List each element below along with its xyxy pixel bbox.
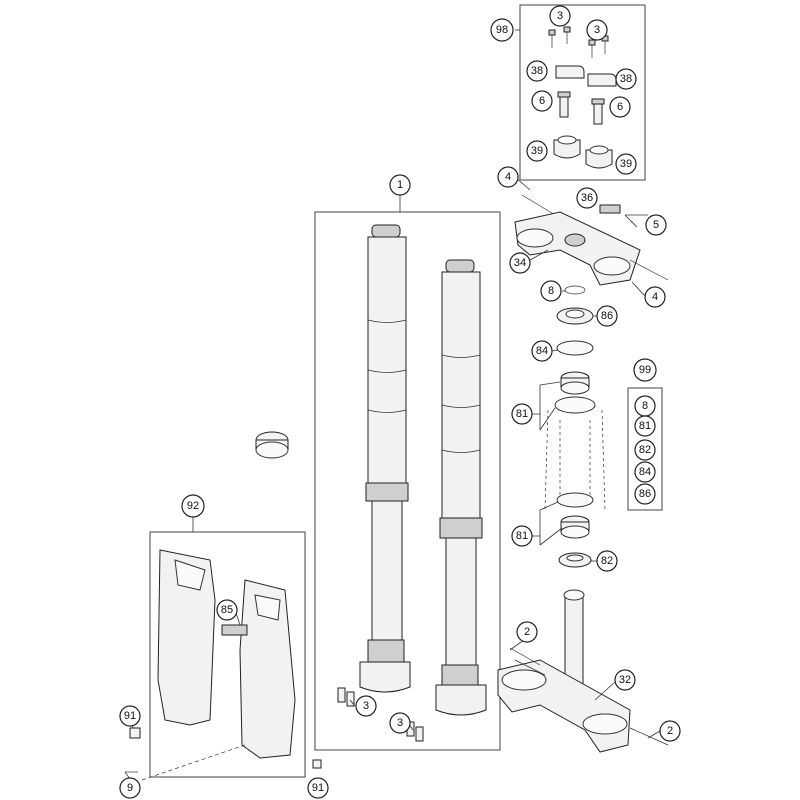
callout-bearing-upper-label: 81 (516, 408, 528, 420)
callout-bolt-right-label: 6 (617, 101, 623, 113)
callout-clamp-upper-right: 38 (615, 68, 637, 90)
bearing-kit-list: 99 8 81 82 84 86 (627, 358, 663, 511)
lower-triple-clamp-illustration (497, 589, 669, 753)
callout-clamp-lower-right: 39 (615, 153, 637, 175)
callout-guard-screw-axle-label: 91 (312, 782, 324, 794)
callout-guard-screw-small-label: 91 (124, 710, 136, 722)
callout-clamp-kit-label: 98 (496, 24, 508, 36)
callout-triple-bolt-right-label: 4 (652, 291, 658, 303)
callout-triple-bolt-left-label: 4 (505, 171, 511, 183)
clamp-kit-parts (548, 26, 617, 169)
callout-guard-screw-small: 91 (119, 705, 141, 727)
callout-seal-ring-label: 84 (536, 345, 548, 357)
callout-bearing-lower: 81 (511, 525, 533, 547)
callout-screw-top-right-label: 3 (594, 24, 600, 36)
callout-guard-bolt: 9 (119, 777, 141, 799)
callout-bearing-kit: 99 (633, 358, 657, 382)
callout-steering-nut: 36 (576, 187, 598, 209)
callout-clamp-lower-right-label: 39 (620, 158, 632, 170)
callout-screw-top-right: 3 (586, 19, 608, 41)
kit-item-3: 82 (634, 439, 656, 461)
callout-triple-bolt-right: 4 (644, 286, 666, 308)
callout-clamp-lower-left: 39 (526, 140, 548, 162)
callout-dust-seal-bottom-label: 82 (601, 555, 613, 567)
kit-item-2-label: 81 (639, 420, 651, 432)
callout-dust-seal-top: 86 (596, 305, 618, 327)
callout-triple-bolt-left: 4 (497, 166, 519, 188)
kit-item-4: 84 (634, 461, 656, 483)
callout-clamp-lower-left-label: 39 (531, 145, 543, 157)
callout-fork-assembly: 1 (389, 174, 411, 196)
callout-lower-bolts-right-label: 2 (667, 725, 673, 737)
kit-item-5-label: 86 (639, 488, 651, 500)
callout-upper-triple-clamp: 34 (509, 252, 531, 274)
kit-item-3-label: 82 (639, 444, 651, 456)
callout-clamp-upper-left: 38 (526, 60, 548, 82)
callout-guard-clip: 85 (216, 599, 238, 621)
kit-item-1-label: 8 (642, 400, 648, 412)
callout-oring: 8 (540, 280, 562, 302)
callout-guard-bolt-label: 9 (127, 782, 133, 794)
callout-lower-triple-clamp-label: 32 (619, 674, 631, 686)
callout-steering-nut-label: 36 (581, 192, 593, 204)
callout-dust-seal-bottom: 82 (596, 550, 618, 572)
callout-axle-bolts-right: 3 (389, 712, 411, 734)
callout-lower-bolts-left-label: 2 (524, 626, 530, 638)
fork-leg-left-illustration (359, 224, 411, 693)
callout-seal-ring: 84 (531, 340, 553, 362)
callout-clamp-upper-right-label: 38 (620, 73, 632, 85)
kit-item-4-label: 84 (639, 466, 651, 478)
callout-clamp-kit: 98 (490, 18, 514, 42)
callout-axle-bolts-left-label: 3 (363, 700, 369, 712)
callout-dust-seal-top-label: 86 (601, 310, 613, 322)
callout-bubbles: 1 98 3 3 38 38 6 6 39 39 4 36 5 34 4 8 8… (119, 5, 681, 799)
fork-guard-kit-box (149, 531, 306, 778)
callout-bearing-upper: 81 (511, 403, 533, 425)
callout-screw-top-left-label: 3 (557, 10, 563, 22)
callout-screw-top-left: 3 (549, 5, 571, 27)
callout-bolt-right: 6 (609, 96, 631, 118)
callout-bolt-left-label: 6 (539, 95, 545, 107)
callout-triple-bolt-pinch: 5 (645, 214, 667, 236)
kit-item-2: 81 (634, 415, 656, 437)
callout-bolt-left: 6 (531, 90, 553, 112)
callout-clamp-upper-left-label: 38 (531, 65, 543, 77)
callout-triple-bolt-pinch-label: 5 (653, 219, 659, 231)
callout-oring-label: 8 (548, 285, 554, 297)
callout-bearing-lower-label: 81 (516, 530, 528, 542)
callout-fork-assembly-label: 1 (397, 179, 403, 191)
clamp-kit-box (519, 4, 646, 181)
steering-bearing-stack (544, 285, 606, 568)
callout-fork-guard-kit-label: 92 (187, 500, 199, 512)
callout-lower-bolts-right: 2 (659, 720, 681, 742)
callout-lower-triple-clamp: 32 (614, 669, 636, 691)
kit-item-5: 86 (634, 483, 656, 505)
axle-bolts (337, 687, 424, 742)
callout-axle-bolts-right-label: 3 (397, 717, 403, 729)
callout-axle-bolts-left: 3 (355, 695, 377, 717)
fork-assembly-box (314, 211, 501, 751)
fork-leg-right-illustration (435, 259, 487, 716)
fork-guard-illustrations (125, 549, 322, 781)
callout-upper-triple-clamp-label: 34 (514, 257, 526, 269)
kit-item-1: 8 (634, 395, 656, 417)
callout-guard-clip-label: 85 (221, 604, 233, 616)
callout-bearing-kit-label: 99 (639, 364, 651, 376)
callout-guard-screw-axle: 91 (307, 777, 329, 799)
fork-spacer-ring (255, 431, 289, 459)
callout-lower-bolts-left: 2 (516, 621, 538, 643)
upper-triple-clamp-illustration (514, 194, 669, 286)
callout-fork-guard-kit: 92 (181, 494, 205, 518)
